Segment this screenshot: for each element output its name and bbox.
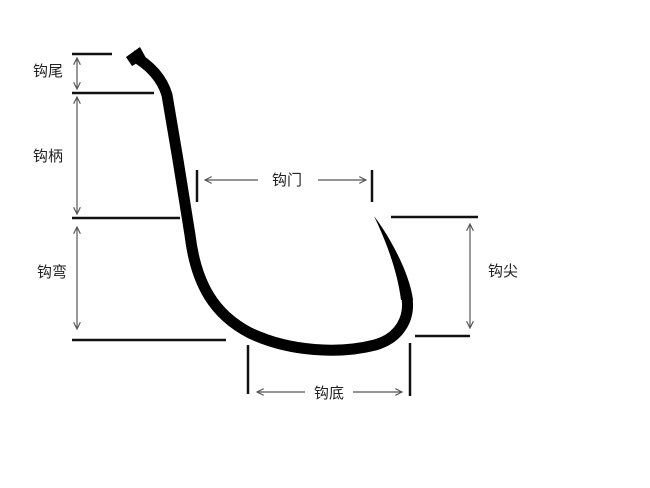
label-point: 钩尖: [488, 262, 519, 280]
bottom-dimension: [246, 343, 412, 396]
hook-shape: [126, 47, 414, 356]
left-guides: [72, 52, 226, 342]
point-dimension: [391, 215, 478, 338]
hook-point-path: [374, 216, 413, 300]
label-shank: 钩柄: [33, 147, 64, 165]
label-gap: 钩门: [272, 171, 303, 189]
label-bottom: 钩底: [314, 384, 345, 402]
gap-dimension: [195, 170, 374, 202]
hook-body-path: [129, 50, 414, 356]
label-bend: 钩弯: [37, 263, 68, 281]
label-tail: 钩尾: [33, 62, 64, 80]
